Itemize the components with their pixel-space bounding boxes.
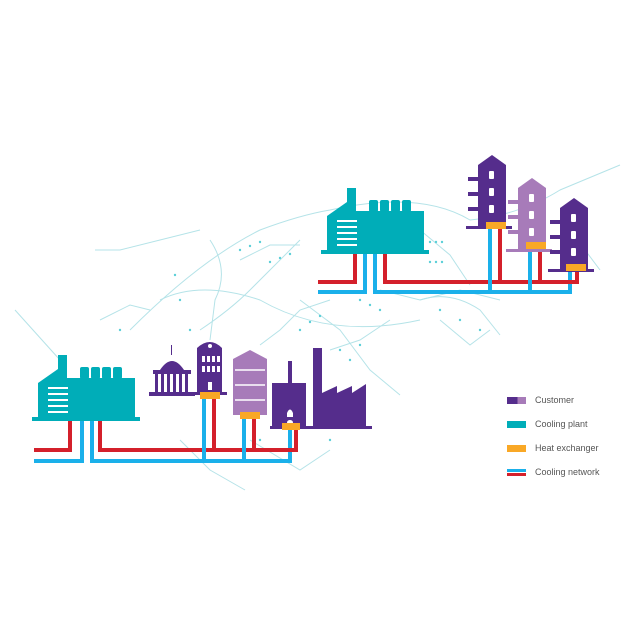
legend-label: Cooling network [535,467,600,477]
customer-swatch-icon [507,396,526,404]
customer-townhouse [195,342,227,399]
legend: Customer Cooling plant Heat exchanger Co… [507,388,600,484]
cooling-network-left [34,395,298,463]
customer-tower-2 [506,178,552,252]
cooling-plant-left [31,354,141,422]
heat-exchanger-swatch-icon [507,444,526,452]
customer-tower-1 [466,155,512,229]
legend-heat-exchanger: Heat exchanger [507,436,600,460]
legend-cooling-plant: Cooling plant [507,412,600,436]
cooling-plant-swatch-icon [507,420,526,428]
heat-exchanger [200,392,220,399]
customer-silo [233,350,267,419]
cooling-plant-right [320,187,430,255]
customer-factory [270,348,372,430]
legend-label: Customer [535,395,575,405]
legend-cooling-network: Cooling network [507,460,600,484]
heat-exchanger [486,222,506,229]
street-dots [118,240,482,442]
customer-tower-3 [548,198,594,272]
heat-exchanger [526,242,546,249]
legend-customer: Customer [507,388,600,412]
heat-exchanger [566,264,586,271]
cooling-network-swatch-icon [507,468,526,476]
customer-capitol [149,345,195,396]
legend-label: Cooling plant [535,419,588,429]
legend-label: Heat exchanger [535,443,599,453]
